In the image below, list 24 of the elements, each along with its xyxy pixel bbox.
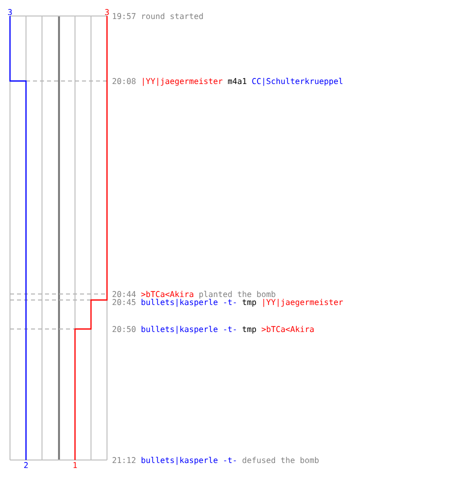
player-name: CC|Schulterkrueppel (252, 78, 342, 86)
count-number: 3 (8, 9, 12, 16)
time-label: 20:45 (112, 299, 136, 306)
count-number: 3 (105, 9, 109, 16)
weapon-name: m4a1 (228, 78, 246, 84)
weapon-name: tmp (242, 299, 256, 307)
event-text: round started (142, 12, 203, 20)
time-label: 20:08 (112, 78, 136, 84)
time-label: 20:44 (112, 291, 136, 298)
player-name: |YY|jaegermeister (263, 298, 343, 307)
time-label: 20:50 (112, 326, 136, 332)
count-number: 2 (24, 462, 28, 468)
weapon-name: tmp (242, 326, 256, 334)
event-text: planted the bomb (199, 290, 276, 299)
player-name: >bTCa<Akira (141, 290, 194, 298)
count-number: 1 (74, 462, 77, 468)
player-name: >bTCa<Akira (262, 326, 314, 332)
time-label: 21:12 (112, 457, 136, 463)
player-name: |YY|jaegermeister (142, 78, 222, 86)
player-name: bullets|kasperle -t- (142, 326, 236, 334)
player-name: bullets|kasperle -t- (142, 456, 236, 465)
player-name: bullets|kasperle -t- (142, 298, 236, 307)
event-text: defused the bomb (242, 456, 319, 464)
time-label: 19:57 (112, 13, 136, 20)
